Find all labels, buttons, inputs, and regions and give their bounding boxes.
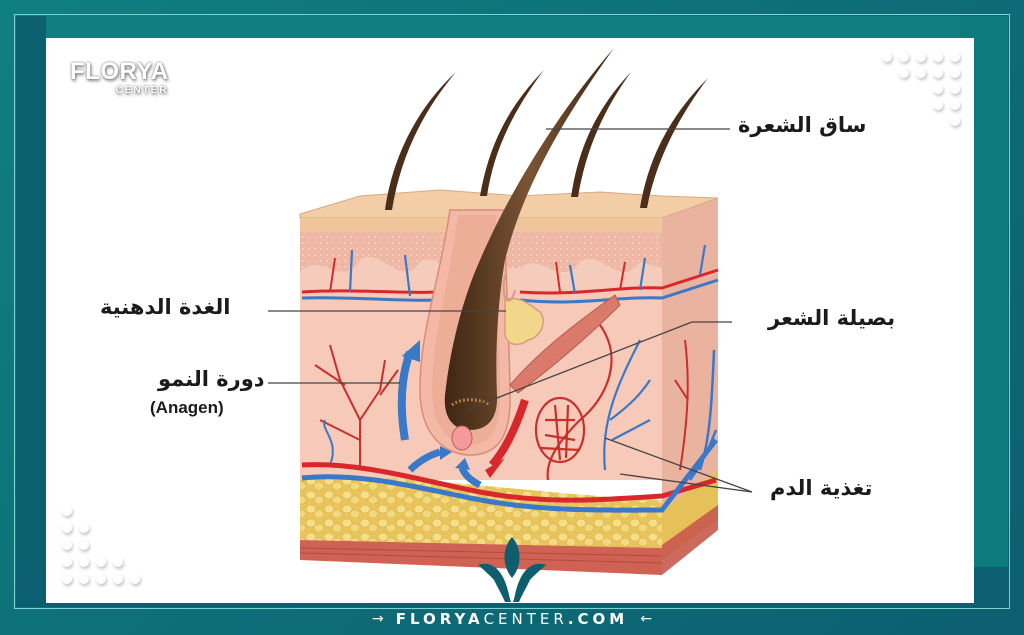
- hair-strand-4: [640, 78, 708, 208]
- footer-brand-light: CENTER: [483, 610, 568, 628]
- dermal-papilla: [451, 425, 473, 451]
- label-growth-cycle: دورة النمو: [158, 367, 265, 391]
- vein-flow-arrow-up: [397, 350, 414, 441]
- sebaceous-gland-shape: [504, 298, 544, 346]
- left-capillary-tree: [314, 344, 399, 470]
- skin-block-side: [662, 198, 718, 575]
- frame-bevel-top: [16, 16, 1008, 38]
- hair-strand-2: [480, 70, 544, 196]
- artery-flow-arrow-down: [488, 398, 529, 468]
- label-hair-shaft: ساق الشعرة: [738, 113, 867, 137]
- hair-shaft-main: [444, 48, 614, 430]
- artery-main: [301, 462, 717, 503]
- hair-strand-3: [571, 72, 631, 197]
- frame-line: [14, 14, 1010, 609]
- label-growth-cycle-en: (Anagen): [150, 398, 224, 417]
- logo-sub-text: CENTER: [115, 85, 169, 96]
- arrow-left-icon: ←: [640, 611, 652, 627]
- subcutaneous-fat: [300, 477, 662, 548]
- label-sebaceous-gland: الغدة الدهنية: [100, 295, 231, 319]
- arrector-pili-muscle: [509, 294, 621, 394]
- hair-strand-1: [385, 72, 456, 210]
- leaf-logo-icon: [478, 537, 546, 602]
- label-hair-bulb: بصيلة الشعر: [768, 306, 896, 330]
- logo-main-text: FLORYA: [70, 58, 169, 85]
- vein-main: [301, 438, 718, 513]
- arrow-right-icon: →: [372, 611, 384, 627]
- frame-bevel-left: [16, 16, 46, 607]
- footer-website-link[interactable]: FLORYACENTER.COM: [396, 610, 628, 628]
- brand-logo: FLORYA CENTER: [70, 58, 169, 97]
- label-blood-supply: تغذية الدم: [770, 476, 873, 500]
- footer-brand-domain: .COM: [567, 610, 629, 628]
- leader-lines: [268, 128, 753, 493]
- capillary-network: [534, 324, 613, 481]
- footer-bar: → FLORYACENTER.COM ←: [0, 603, 1024, 635]
- footer-brand-bold: FLORYA: [395, 610, 484, 628]
